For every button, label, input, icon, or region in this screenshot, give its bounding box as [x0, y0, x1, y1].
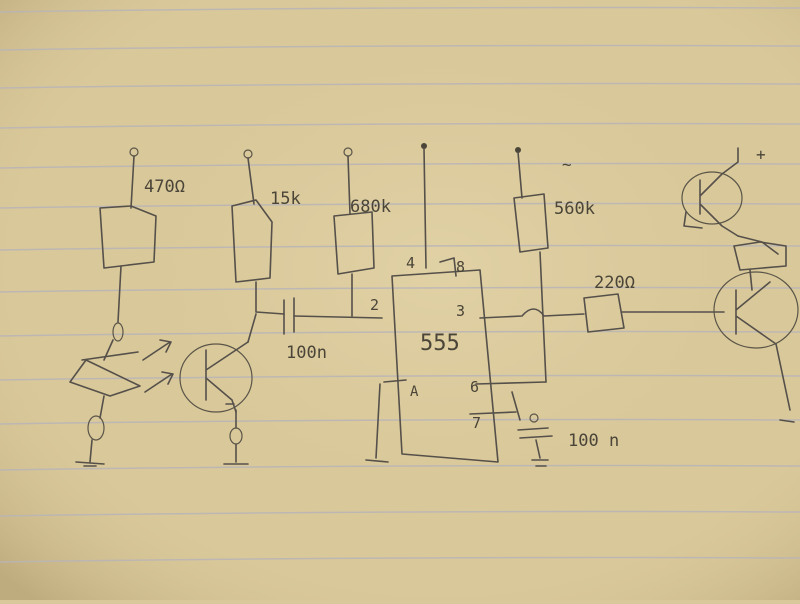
wire	[255, 281, 285, 315]
light-arrow	[142, 339, 172, 361]
phototransistor	[179, 343, 253, 413]
wire-pins6-7	[469, 381, 547, 415]
resistor	[733, 241, 787, 271]
wire	[247, 313, 257, 343]
pin6-label: 6	[470, 378, 479, 396]
wire	[130, 155, 135, 209]
capacitor-c1	[283, 297, 295, 335]
ic-555-body	[391, 269, 499, 463]
wire	[347, 155, 351, 215]
terminal	[529, 413, 539, 423]
pin8-label: 8	[456, 258, 465, 276]
wire	[293, 315, 383, 319]
r1-branch: 470Ω	[69, 147, 185, 467]
r2-branch: 15k 100n	[179, 149, 383, 465]
c1-label: 100n	[286, 343, 327, 363]
transistor-symbol	[735, 281, 791, 411]
r3-label: 680k	[350, 197, 391, 217]
timer-ic: 4 8 2 3 A 6 7 555	[365, 143, 547, 463]
wire	[99, 395, 105, 419]
resistor-r2	[231, 199, 273, 283]
driver-transistor	[681, 171, 743, 225]
r1-label: 470Ω	[144, 177, 185, 197]
output-stage: 220Ω +	[479, 145, 799, 423]
terminal	[515, 147, 521, 153]
pin3-label: 3	[456, 302, 465, 320]
resistor-r5	[583, 293, 625, 333]
ground-wire-pin1	[365, 379, 407, 463]
capacitor-c2	[511, 391, 553, 459]
transistor-symbol	[699, 147, 739, 237]
ground-symbol	[75, 439, 105, 467]
pin7-label: 7	[472, 414, 481, 432]
tilde-mark: ~	[562, 155, 572, 174]
resistor-r4	[513, 193, 549, 253]
r4-branch: ~ 560k 100 n	[511, 147, 619, 467]
light-arrow	[144, 371, 174, 393]
ground-symbol	[223, 443, 249, 465]
r3-branch: 680k	[333, 147, 391, 317]
plus-mark: +	[756, 145, 766, 164]
terminal	[87, 415, 105, 441]
r5-label: 220Ω	[594, 273, 635, 293]
ic-label: 555	[420, 331, 460, 356]
wire	[779, 419, 795, 423]
r2-label: 15k	[270, 189, 301, 209]
wire	[683, 211, 703, 229]
wire	[539, 251, 547, 383]
wire-pin3	[479, 308, 585, 319]
resistor-r1	[99, 205, 157, 269]
terminal	[421, 143, 427, 149]
c2-label: 100 n	[568, 431, 619, 451]
pin2-label: 2	[370, 296, 379, 314]
pin1-label: A	[410, 384, 419, 400]
wire	[517, 151, 523, 199]
wire	[749, 269, 753, 291]
pin4-label: 4	[406, 254, 415, 272]
resistor-r3	[333, 211, 375, 275]
transistor-symbol	[205, 341, 249, 413]
terminal	[112, 322, 124, 342]
wire-pin4	[423, 147, 427, 269]
r4-label: 560k	[554, 199, 595, 219]
output-transistor	[713, 271, 799, 349]
wire	[247, 157, 255, 205]
wire-pin8	[439, 257, 457, 277]
led-symbol	[69, 351, 141, 397]
wire	[117, 265, 122, 323]
ground-symbol	[531, 459, 549, 467]
